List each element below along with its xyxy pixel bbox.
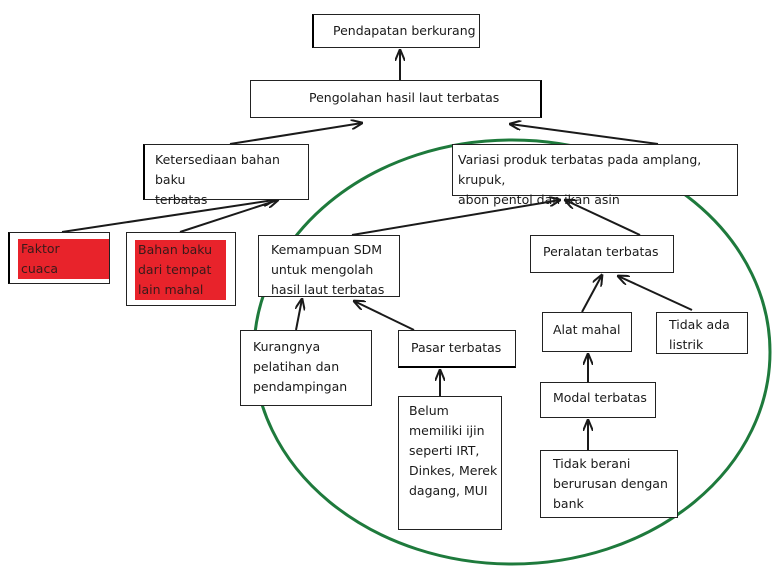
node-pasar-terbatas: Pasar terbatas (398, 330, 516, 368)
node-label: Kemampuan SDM untuk mengolah hasil laut … (271, 242, 385, 297)
node-faktor-cuaca: Faktor cuaca (8, 232, 110, 284)
node-label: Tidak berani berurusan dengan bank (553, 456, 668, 511)
node-label: Tidak ada listrik (669, 317, 730, 352)
node-alat-mahal: Alat mahal (542, 312, 632, 352)
node-label: Pasar terbatas (411, 340, 502, 355)
node-label: Pendapatan berkurang (333, 23, 476, 38)
node-label: Bahan baku dari tempat lain mahal (135, 240, 227, 300)
node-tidak-ada-listrik: Tidak ada listrik (656, 312, 748, 354)
arrow-kurangnya-to-sdm (296, 299, 302, 331)
arrow-variasi-to-pengolahan (510, 124, 659, 145)
node-tidak-berani-bank: Tidak berani berurusan dengan bank (540, 450, 678, 518)
node-label: Modal terbatas (553, 390, 647, 405)
node-pendapatan-berkurang: Pendapatan berkurang (312, 14, 480, 48)
node-label: Belum memiliki ijin seperti IRT, Dinkes,… (409, 403, 498, 498)
arrow-pasar-to-sdm (354, 301, 415, 331)
arrow-peralatan-to-variasi (565, 200, 641, 236)
arrow-ketersediaan-to-pengolahan (229, 123, 362, 145)
node-bahan-baku-mahal: Bahan baku dari tempat lain mahal (126, 232, 236, 306)
node-label: Faktor cuaca (18, 239, 109, 279)
node-label: Ketersediaan bahan baku terbatas (155, 152, 280, 207)
node-pengolahan-hasil-laut: Pengolahan hasil laut terbatas (250, 80, 542, 118)
arrow-listrik-to-peralatan (618, 276, 693, 311)
node-belum-memiliki-ijin: Belum memiliki ijin seperti IRT, Dinkes,… (398, 396, 502, 530)
node-kemampuan-sdm: Kemampuan SDM untuk mengolah hasil laut … (258, 235, 400, 297)
arrow-bahanbaku-to-ketersediaan (179, 200, 278, 233)
node-kurangnya-pelatihan: Kurangnya pelatihan dan pendampingan (240, 330, 372, 406)
node-label: Alat mahal (553, 322, 621, 337)
node-ketersediaan-bahan-baku: Ketersediaan bahan baku terbatas (143, 144, 309, 207)
node-peralatan-terbatas: Peralatan terbatas (530, 235, 674, 273)
node-modal-terbatas: Modal terbatas (540, 382, 656, 418)
arrow-alatmahal-to-peralatan (581, 275, 602, 313)
node-label: Variasi produk terbatas pada amplang, kr… (458, 152, 702, 207)
node-label: Pengolahan hasil laut terbatas (309, 90, 500, 105)
node-label: Kurangnya pelatihan dan pendampingan (253, 339, 348, 394)
node-variasi-produk: Variasi produk terbatas pada amplang, kr… (452, 144, 738, 207)
arrow-faktor-to-ketersediaan (61, 200, 274, 233)
node-label: Peralatan terbatas (543, 244, 659, 259)
arrow-sdm-to-variasi (351, 200, 560, 236)
